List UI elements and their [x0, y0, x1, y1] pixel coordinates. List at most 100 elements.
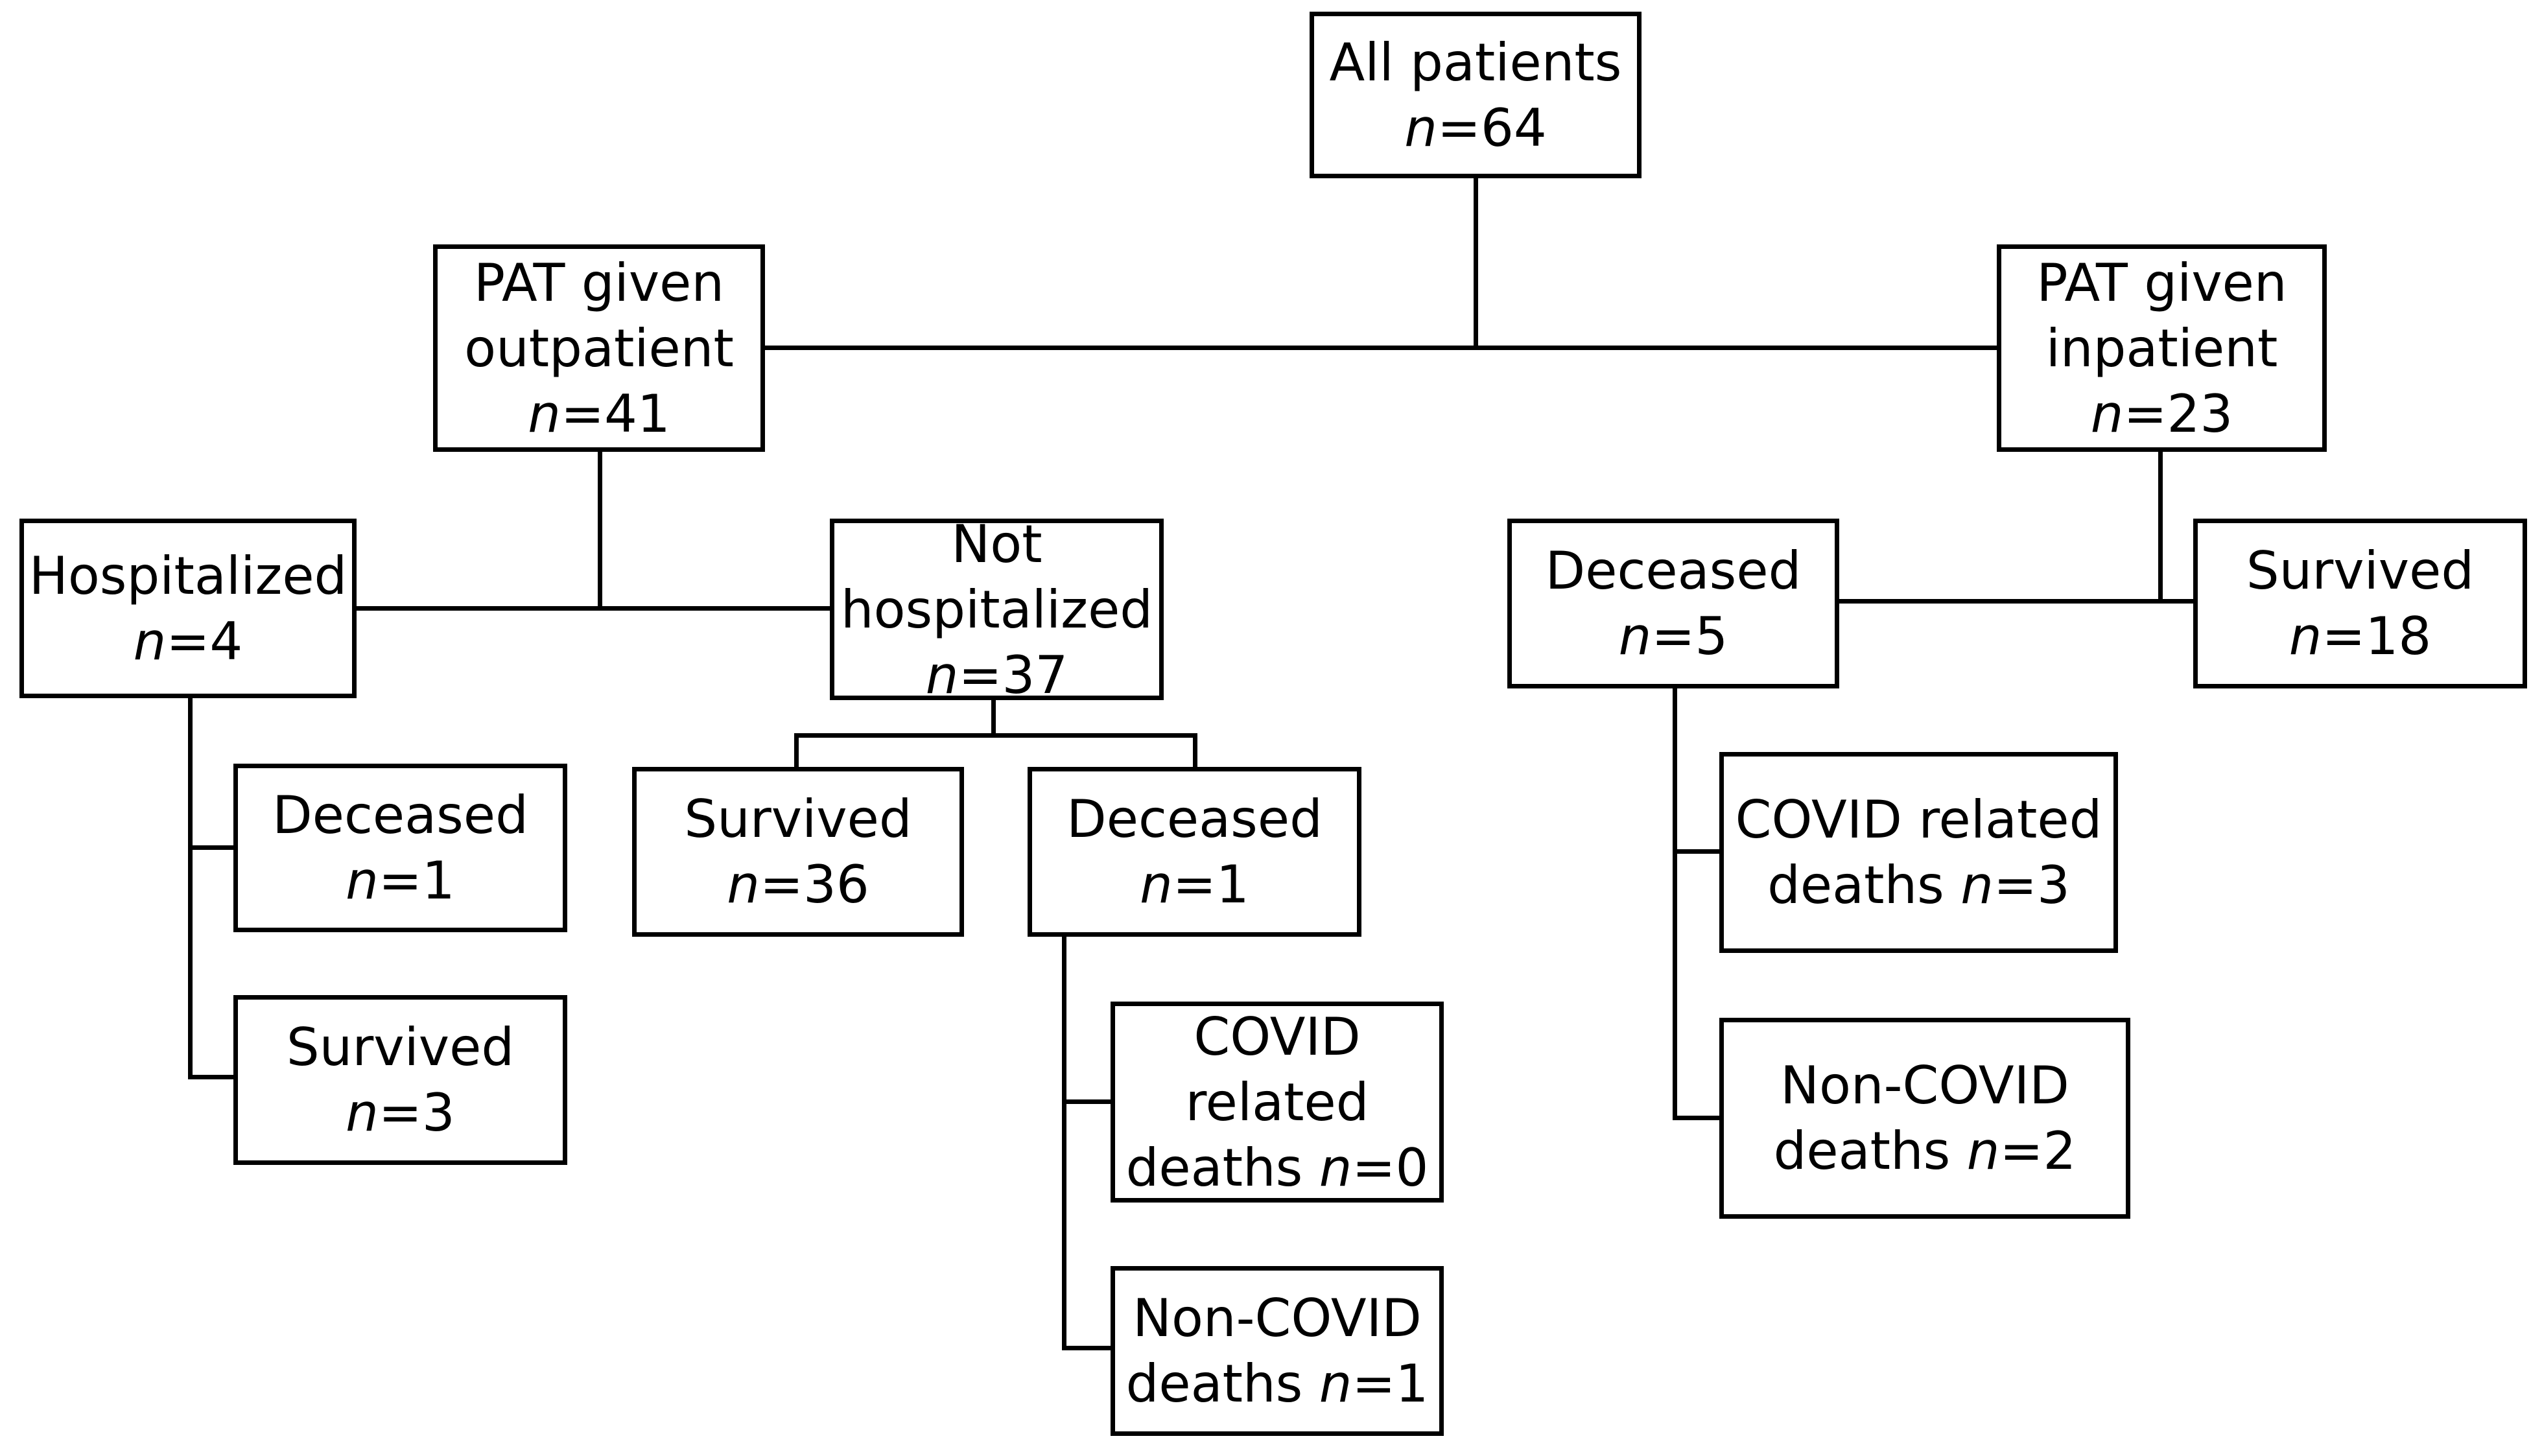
n-value: =0 — [1352, 1137, 1429, 1198]
connector-inpat-covid-stub — [1673, 849, 1724, 854]
n-symbol: n — [1960, 855, 1994, 915]
node-pat-inpatient: PAT given inpatient n=23 — [1997, 244, 2327, 452]
node-label-line: Deceased — [272, 785, 528, 845]
node-count: n=36 — [727, 852, 869, 917]
connector-nothosp-vertical — [991, 699, 996, 735]
n-symbol: n — [1404, 97, 1437, 158]
n-value: =3 — [378, 1083, 455, 1143]
node-pat-outpatient: PAT given outpatient n=41 — [433, 244, 765, 452]
node-count: n=18 — [2289, 604, 2432, 669]
node-nothosp-survived: Survived n=36 — [632, 767, 964, 937]
count-prefix: deaths — [1125, 1354, 1319, 1414]
node-label-line: Not — [951, 513, 1042, 574]
node-count: n=41 — [528, 381, 670, 447]
node-label-line: Deceased — [1066, 789, 1323, 849]
n-symbol: n — [133, 611, 167, 672]
connector-nothosp-survived-drop — [794, 733, 799, 768]
node-count: n=1 — [1140, 852, 1249, 917]
node-inpat-survived: Survived n=18 — [2193, 519, 2527, 688]
node-all-patients: All patients n=64 — [1310, 12, 1642, 178]
node-inpat-noncovid-deaths: Non-COVID deaths n=2 — [1719, 1018, 2130, 1219]
node-label-line: inpatient — [2045, 318, 2278, 379]
count-prefix: deaths — [1125, 1137, 1319, 1198]
n-value: =2 — [1999, 1121, 2077, 1181]
n-symbol: n — [346, 1083, 379, 1143]
connector-root-horizontal — [762, 346, 2007, 350]
n-value: =4 — [166, 611, 243, 672]
n-value: =1 — [378, 851, 455, 911]
node-not-hospitalized: Not hospitalized n=37 — [830, 514, 1164, 705]
node-count: n=23 — [2091, 381, 2233, 447]
node-nothosp-noncovid-deaths: Non-COVID deaths n=1 — [1111, 1266, 1444, 1436]
node-count: deaths n=0 — [1126, 1135, 1429, 1201]
node-inpat-covid-deaths: COVID related deaths n=3 — [1719, 752, 2118, 953]
node-hospitalized: Hospitalized n=4 — [19, 519, 357, 698]
node-count: n=4 — [134, 609, 243, 674]
node-label-line: All patients — [1329, 32, 1622, 93]
n-symbol: n — [1140, 854, 1173, 915]
n-value: =23 — [2123, 383, 2233, 444]
node-label-line: Survived — [2246, 541, 2475, 601]
connector-hospitalized-vertical — [188, 697, 193, 1079]
node-nothosp-deceased: Deceased n=1 — [1028, 767, 1361, 937]
node-hosp-deceased: Deceased n=1 — [233, 764, 567, 932]
node-label-line: COVID related — [1735, 790, 2102, 850]
node-label-line: related — [1185, 1072, 1369, 1133]
connector-nothosp-noncovid-stub — [1062, 1346, 1115, 1350]
n-symbol: n — [2090, 383, 2124, 444]
connector-inpatient-vertical — [2158, 452, 2163, 604]
count-prefix: deaths — [1773, 1121, 1967, 1181]
n-symbol: n — [528, 383, 561, 444]
node-count: deaths n=2 — [1774, 1118, 2077, 1184]
node-label-line: COVID — [1194, 1006, 1361, 1067]
connector-hosp-deceased-stub — [188, 845, 240, 850]
node-label-line: Deceased — [1545, 541, 1802, 601]
node-count: n=5 — [1619, 604, 1728, 669]
node-label-line: PAT given — [473, 252, 725, 313]
n-value: =1 — [1352, 1354, 1429, 1414]
connector-nothosp-deceased-vertical — [1062, 933, 1066, 1350]
node-label-line: Survived — [684, 789, 912, 849]
n-value: =37 — [958, 644, 1068, 705]
connector-outpatient-vertical — [598, 452, 602, 609]
node-label-line: outpatient — [464, 318, 734, 379]
connector-nothosp-horizontal — [794, 733, 1197, 738]
node-label-line: PAT given — [2036, 252, 2287, 313]
n-value: =1 — [1172, 854, 1249, 915]
n-symbol: n — [925, 644, 959, 705]
node-label-line: Survived — [286, 1017, 515, 1077]
connector-outpatient-horizontal — [353, 606, 832, 611]
n-value: =36 — [759, 854, 869, 915]
node-count: n=3 — [346, 1080, 455, 1145]
n-symbol: n — [1319, 1354, 1352, 1414]
connector-inpat-noncovid-stub — [1673, 1116, 1724, 1120]
n-value: =18 — [2322, 606, 2432, 666]
node-count: n=37 — [926, 642, 1068, 708]
node-inpat-deceased: Deceased n=5 — [1507, 519, 1839, 688]
node-count: deaths n=1 — [1126, 1351, 1429, 1416]
node-count: n=64 — [1404, 95, 1547, 161]
n-symbol: n — [727, 854, 760, 915]
node-label-line: Non-COVID — [1780, 1055, 2069, 1116]
n-symbol: n — [1319, 1137, 1352, 1198]
node-label-line: Non-COVID — [1133, 1288, 1422, 1348]
node-nothosp-covid-deaths: COVID related deaths n=0 — [1111, 1002, 1444, 1203]
connector-hosp-survived-stub — [188, 1075, 240, 1079]
connector-nothosp-covid-stub — [1062, 1099, 1115, 1104]
node-count: deaths n=3 — [1767, 852, 2070, 918]
n-value: =3 — [1993, 855, 2070, 915]
connector-inpat-deceased-vertical — [1673, 684, 1677, 1120]
node-count: n=1 — [346, 848, 455, 913]
n-value: =5 — [1651, 606, 1728, 666]
connector-inpatient-horizontal — [1835, 599, 2198, 604]
connector-root-vertical — [1474, 178, 1478, 350]
n-symbol: n — [2289, 606, 2322, 666]
n-value: =64 — [1437, 97, 1547, 158]
n-value: =41 — [560, 383, 670, 444]
node-hosp-survived: Survived n=3 — [233, 995, 567, 1165]
connector-nothosp-deceased-drop — [1193, 733, 1197, 768]
n-symbol: n — [1966, 1121, 2000, 1181]
n-symbol: n — [346, 851, 379, 911]
node-label-line: Hospitalized — [29, 545, 347, 606]
